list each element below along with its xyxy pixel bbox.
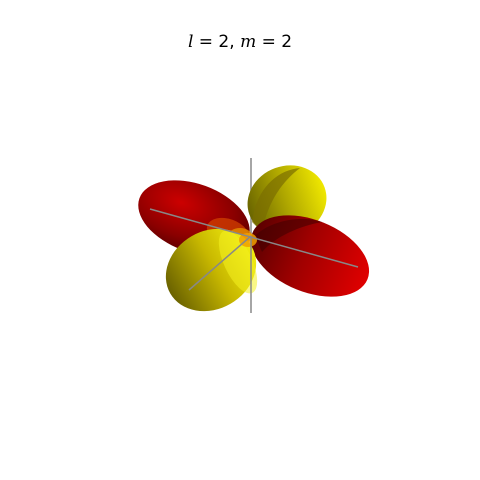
lobe-upper-right-shade — [252, 168, 300, 232]
plot-title: l = 2, m = 2 — [0, 30, 480, 54]
lobe-lower-left-highlight — [218, 230, 258, 294]
title-l-symbol: l — [187, 32, 194, 52]
title-m-value: = 2 — [256, 32, 293, 52]
title-m-symbol: m — [240, 32, 257, 52]
y-axis-front — [188, 235, 252, 291]
title-l-value: = 2, — [193, 32, 241, 52]
x-axis — [149, 208, 359, 268]
lobe-lower-right-shade — [255, 218, 322, 252]
